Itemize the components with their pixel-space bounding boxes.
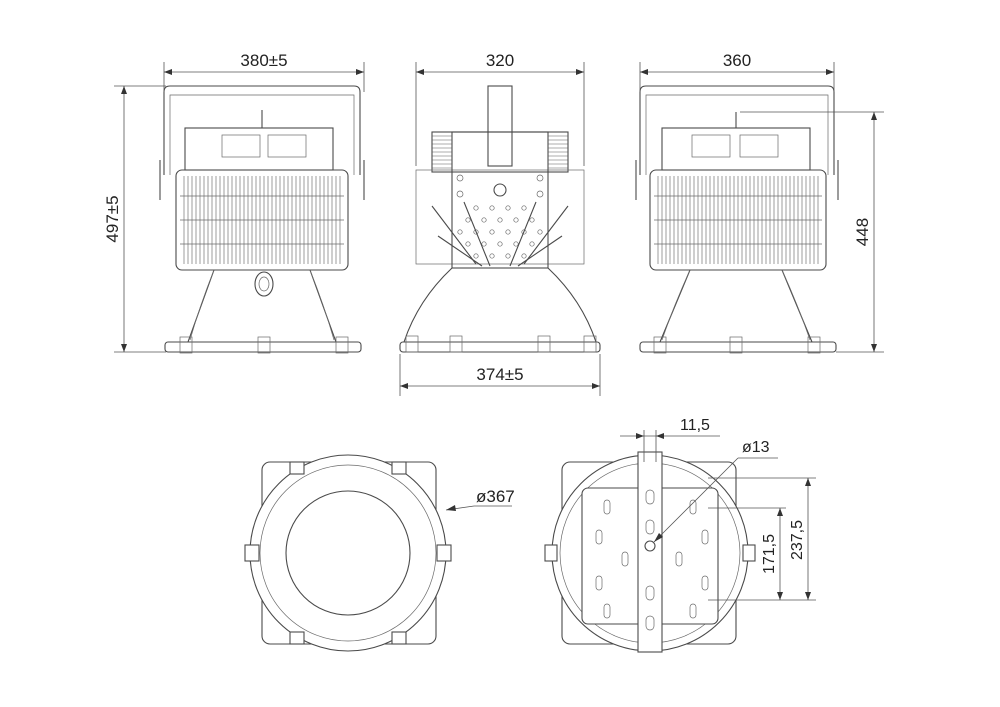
dimension-labels: 380±5 320 360 497±5 448 374±5 ø367 11,5 … (103, 51, 872, 574)
base-width-label: 374±5 (476, 365, 523, 384)
mount-slot (689, 499, 697, 515)
mount-slot (675, 551, 683, 567)
arrowhead (576, 69, 584, 75)
bottom-view (244, 454, 452, 652)
arrowhead (356, 69, 364, 75)
rear-height-label: 448 (853, 218, 872, 246)
arrowhead (640, 69, 648, 75)
arrowhead (121, 344, 127, 352)
mount-slot (689, 603, 697, 619)
top-offset-label: 11,5 (680, 417, 710, 434)
plate-hole (513, 241, 519, 247)
bottom-diameter-label: ø367 (476, 487, 515, 506)
arrowhead (656, 433, 664, 439)
plate-hole (489, 205, 495, 211)
arrowhead (416, 69, 424, 75)
arrowhead (777, 592, 783, 600)
plate-hole (497, 217, 503, 223)
plate-hole (529, 217, 535, 223)
plate-hole (489, 229, 495, 235)
plate-hole (481, 241, 487, 247)
dimension-lines (114, 62, 884, 601)
plate-hole (473, 205, 479, 211)
top-view (544, 451, 756, 653)
mount-slot (645, 489, 655, 505)
plate-hole (473, 253, 479, 259)
plate-hole (465, 241, 471, 247)
plate-hole (536, 190, 544, 198)
plate-hole (513, 217, 519, 223)
arrowhead (777, 508, 783, 516)
plate-hole (505, 205, 511, 211)
hole-spacing-large-label: 237,5 (789, 520, 806, 560)
plate-hole (521, 253, 527, 259)
plate-hole (456, 190, 464, 198)
arrowhead (805, 478, 811, 486)
hole-spacing-small-label: 171,5 (761, 534, 778, 574)
arrowhead (636, 433, 644, 439)
side-width-label: 320 (486, 51, 514, 70)
plate-hole (537, 229, 543, 235)
total-height-label: 497±5 (103, 195, 122, 242)
plate-hole (456, 174, 464, 182)
arrowhead (871, 112, 877, 120)
plate-hole (457, 229, 463, 235)
mount-slot (701, 529, 709, 545)
arrowhead (654, 533, 663, 542)
plate-hole (529, 241, 535, 247)
mount-slot (595, 529, 603, 545)
plate-hole (481, 217, 487, 223)
mount-slot (645, 519, 655, 535)
plate-hole (489, 253, 495, 259)
arrowhead (826, 69, 834, 75)
arrowhead (164, 69, 172, 75)
arrowhead (805, 592, 811, 600)
rear-view (635, 85, 839, 354)
rear-width-label: 360 (723, 51, 751, 70)
arrowhead (121, 86, 127, 94)
plate-hole (497, 241, 503, 247)
mount-slot (603, 603, 611, 619)
hole-diameter-label: ø13 (742, 439, 770, 456)
plate-hole (473, 229, 479, 235)
arrowhead (400, 383, 408, 389)
mount-slot (595, 575, 603, 591)
mount-slot (701, 575, 709, 591)
plate-hole (521, 205, 527, 211)
plate-hole (505, 253, 511, 259)
arrowhead (446, 505, 456, 511)
plate-hole (465, 217, 471, 223)
plate-hole (536, 174, 544, 182)
front-view (159, 85, 365, 354)
mount-slot (621, 551, 629, 567)
mount-slot (645, 615, 655, 631)
front-width-label: 380±5 (240, 51, 287, 70)
plate-hole (505, 229, 511, 235)
mount-slot (603, 499, 611, 515)
arrowhead (592, 383, 600, 389)
side-view (399, 85, 601, 353)
arrowhead (871, 344, 877, 352)
plate-hole (521, 229, 527, 235)
mount-slot (645, 585, 655, 601)
